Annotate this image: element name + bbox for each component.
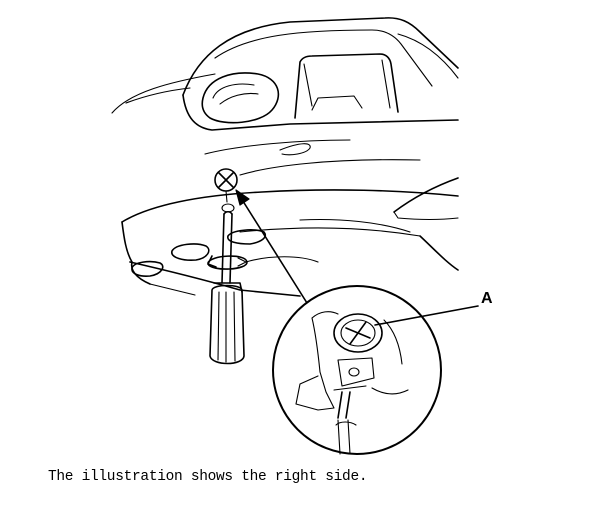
screwdriver <box>207 210 248 365</box>
location-arrow <box>235 189 308 304</box>
retaining-screw <box>214 168 238 213</box>
callout-leader-line <box>374 305 479 326</box>
roof-console <box>111 17 459 176</box>
callout-label-a: A <box>481 290 493 307</box>
figure-caption: The illustration shows the right side. <box>48 469 368 485</box>
headliner-panel <box>121 177 459 297</box>
detail-view <box>272 285 442 455</box>
